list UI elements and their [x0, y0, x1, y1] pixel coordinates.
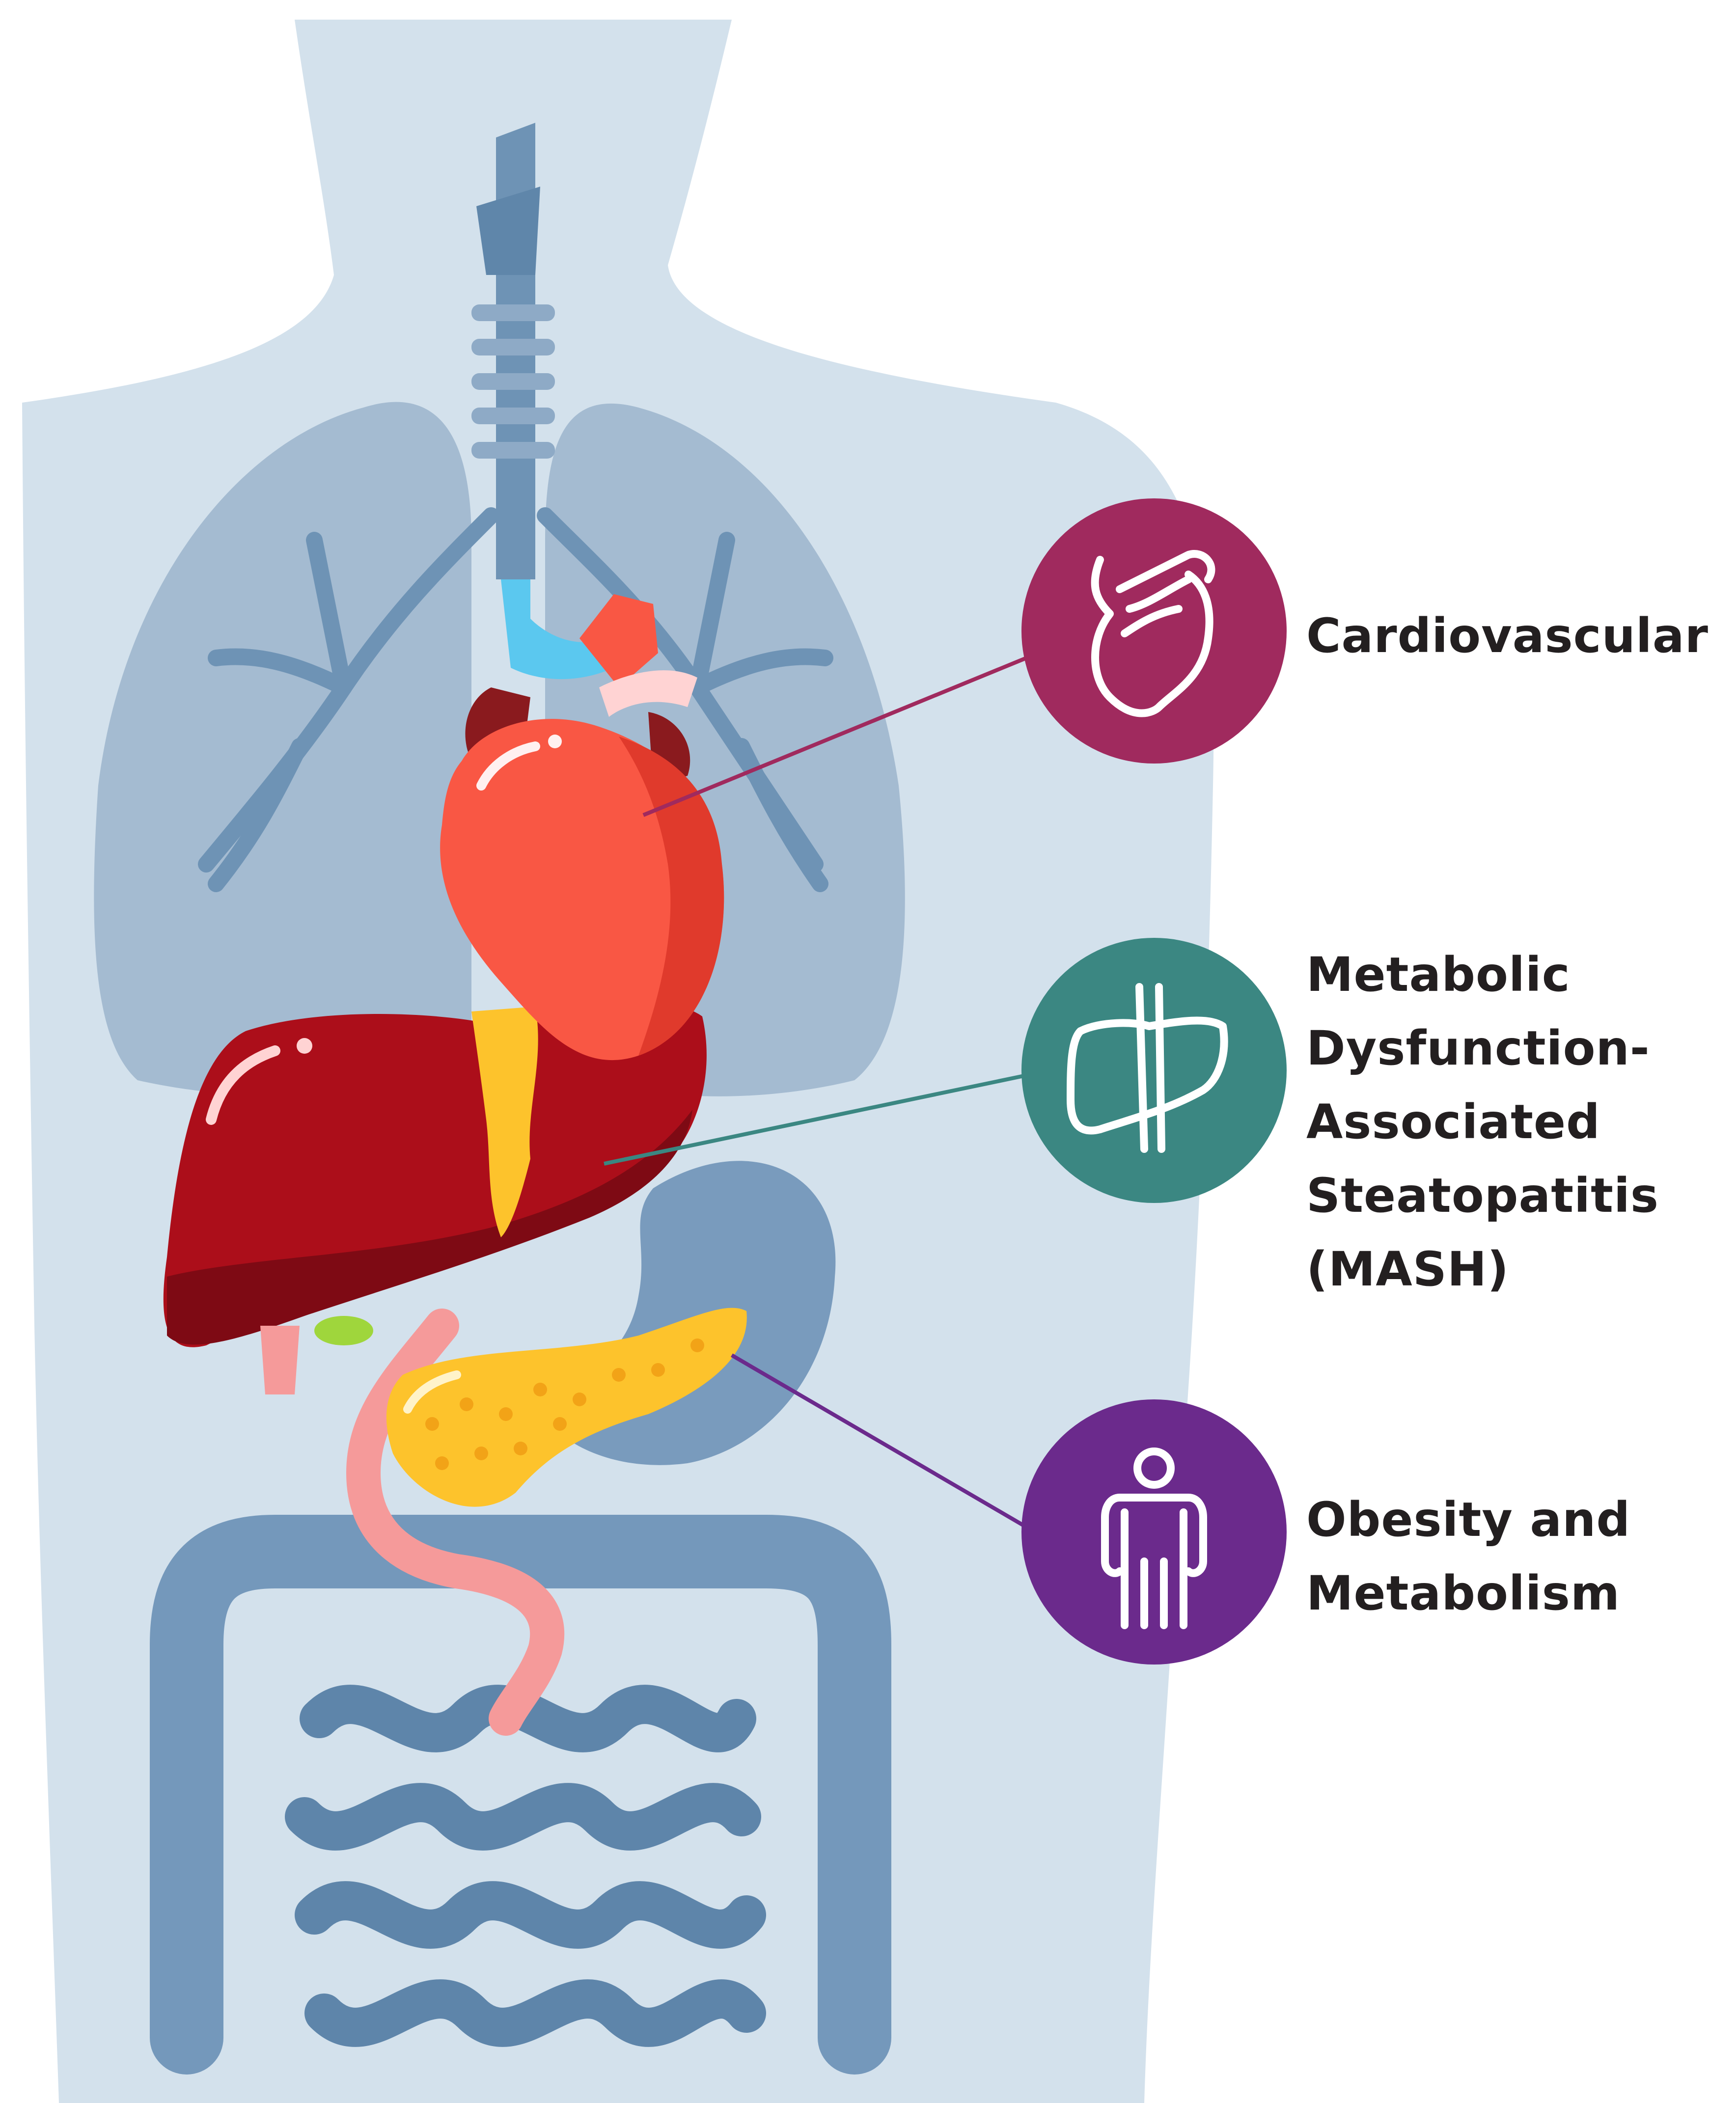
- obesity-badge: [1021, 1399, 1287, 1665]
- mash-label-line-2: Dysfunction-: [1306, 1011, 1659, 1085]
- liver-highlight-dot: [297, 1038, 312, 1054]
- mash-label-line-3: Associated: [1306, 1085, 1659, 1159]
- cardiovascular-label: Cardiovascular: [1306, 599, 1708, 673]
- gallbladder-green: [314, 1316, 373, 1345]
- mash-label: Metabolic Dysfunction- Associated Steato…: [1306, 938, 1659, 1306]
- mash-label-line-4: Steatopatitis: [1306, 1159, 1659, 1232]
- cardiovascular-badge: [1021, 498, 1287, 764]
- mash-badge: [1021, 938, 1287, 1203]
- mash-label-line-1: Metabolic: [1306, 938, 1659, 1011]
- obesity-label: Obesity and Metabolism: [1306, 1483, 1630, 1630]
- mash-label-line-5: (MASH): [1306, 1232, 1659, 1306]
- obesity-label-line-1: Obesity and: [1306, 1483, 1630, 1557]
- cardiovascular-label-line: Cardiovascular: [1306, 599, 1708, 673]
- esophagus-pink: [260, 1326, 300, 1394]
- obesity-label-line-2: Metabolism: [1306, 1557, 1630, 1630]
